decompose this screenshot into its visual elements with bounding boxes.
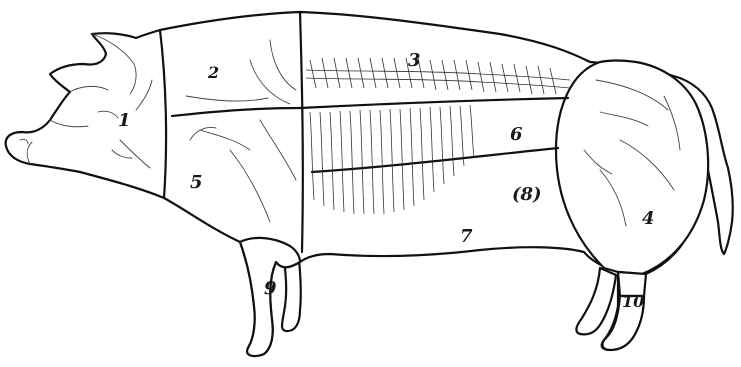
cut-label-3: 3 xyxy=(408,50,421,71)
cut-label-9: 9 xyxy=(264,278,277,299)
cut-label-1: 1 xyxy=(118,110,131,131)
cut-label-7: 7 xyxy=(460,226,473,247)
hind-leg-far xyxy=(576,268,616,334)
cut-label-2: 2 xyxy=(207,63,219,82)
cut-label-4: 4 xyxy=(642,208,655,229)
cut-label-5: 5 xyxy=(190,172,203,193)
cut-label-10: 10 xyxy=(622,292,644,311)
cut-label-8: (8) xyxy=(512,184,542,205)
cut-label-6: 6 xyxy=(510,124,523,145)
